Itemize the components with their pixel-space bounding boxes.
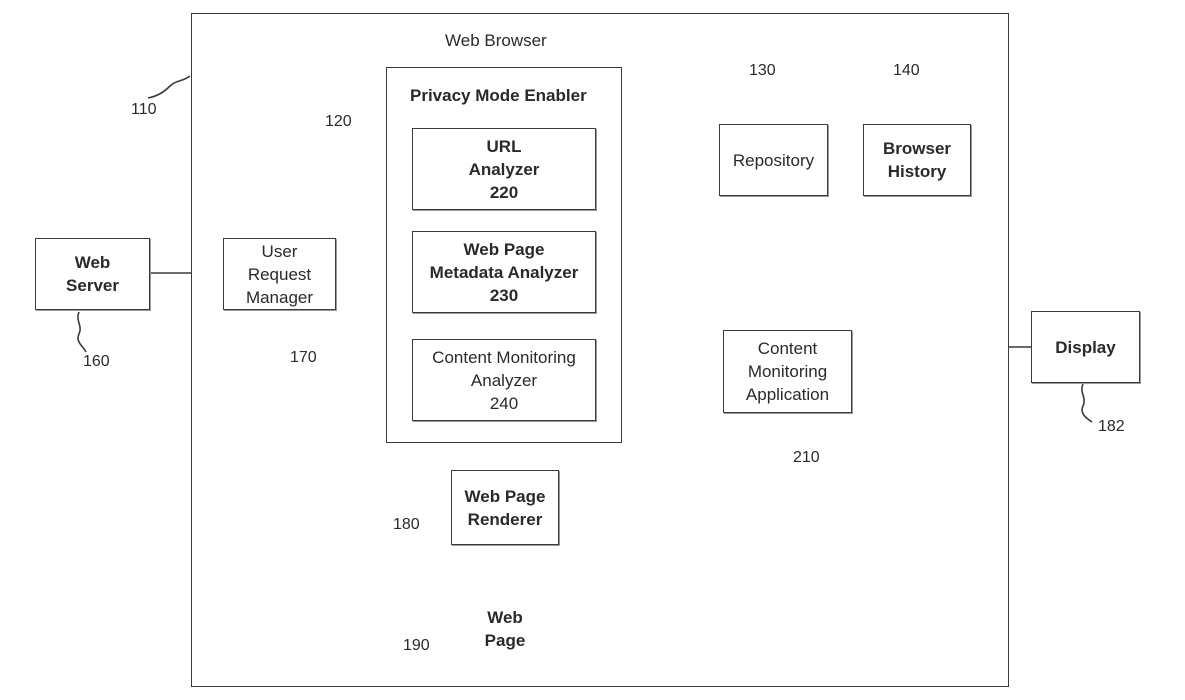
ref-190: 190 bbox=[403, 637, 430, 654]
content-application-line1: Content bbox=[757, 339, 818, 358]
browser-history-line1: Browser bbox=[882, 139, 952, 158]
ref-120: 120 bbox=[325, 113, 352, 130]
leader-160 bbox=[77, 311, 87, 353]
ref-180: 180 bbox=[393, 516, 420, 533]
ref-130: 130 bbox=[749, 62, 776, 79]
privacy-mode-enabler-title: Privacy Mode Enabler bbox=[410, 86, 587, 105]
metadata-analyzer-line1: Web Page bbox=[463, 239, 545, 259]
repository-box: Repository bbox=[719, 124, 828, 196]
user-request-manager-line1: User bbox=[261, 241, 298, 261]
leader-182 bbox=[1081, 383, 1093, 423]
content-monitoring-application-box: Content Monitoring Application bbox=[723, 330, 852, 413]
ref-160: 160 bbox=[83, 353, 110, 370]
user-request-manager-line3: Manager bbox=[245, 287, 314, 307]
content-analyzer-line2: Analyzer bbox=[470, 370, 538, 390]
browser-history-line2: History bbox=[887, 162, 947, 181]
ref-170: 170 bbox=[290, 349, 317, 366]
web-page-line1: Web bbox=[487, 608, 523, 627]
renderer-line2: Renderer bbox=[467, 509, 543, 529]
url-analyzer-line1: URL bbox=[486, 136, 522, 156]
url-analyzer-line2: Analyzer bbox=[468, 159, 540, 179]
web-page-line2: Page bbox=[484, 631, 526, 650]
display-label: Display bbox=[1055, 337, 1116, 357]
browser-history-box: Browser History bbox=[863, 124, 971, 196]
content-analyzer-line3: 240 bbox=[489, 393, 519, 413]
content-monitoring-analyzer-box: Content Monitoring Analyzer 240 bbox=[412, 339, 596, 421]
renderer-line1: Web Page bbox=[464, 486, 546, 506]
leader-110 bbox=[147, 75, 191, 99]
display-box: Display bbox=[1031, 311, 1140, 383]
web-server-line1: Web bbox=[74, 253, 111, 272]
content-application-line2: Monitoring bbox=[747, 362, 828, 381]
web-page-renderer-box: Web Page Renderer bbox=[451, 470, 559, 545]
url-analyzer-box: URL Analyzer 220 bbox=[412, 128, 596, 210]
web-server-line2: Server bbox=[66, 276, 119, 295]
web-server-box: Web Server bbox=[35, 238, 150, 310]
content-analyzer-line1: Content Monitoring bbox=[432, 347, 576, 367]
ref-140: 140 bbox=[893, 62, 920, 79]
repository-label: Repository bbox=[732, 150, 815, 170]
user-request-manager-box: User Request Manager bbox=[223, 238, 336, 310]
ref-110: 110 bbox=[131, 101, 157, 118]
web-browser-title: Web Browser bbox=[445, 31, 547, 50]
web-page-label: Web Page bbox=[458, 600, 552, 658]
user-request-manager-line2: Request bbox=[247, 264, 312, 284]
content-application-line3: Application bbox=[745, 385, 830, 404]
ref-210: 210 bbox=[793, 449, 820, 466]
metadata-analyzer-line3: 230 bbox=[489, 285, 519, 305]
url-analyzer-line3: 220 bbox=[489, 182, 519, 202]
metadata-analyzer-line2: Metadata Analyzer bbox=[429, 262, 579, 282]
ref-182: 182 bbox=[1098, 418, 1125, 435]
metadata-analyzer-box: Web Page Metadata Analyzer 230 bbox=[412, 231, 596, 313]
